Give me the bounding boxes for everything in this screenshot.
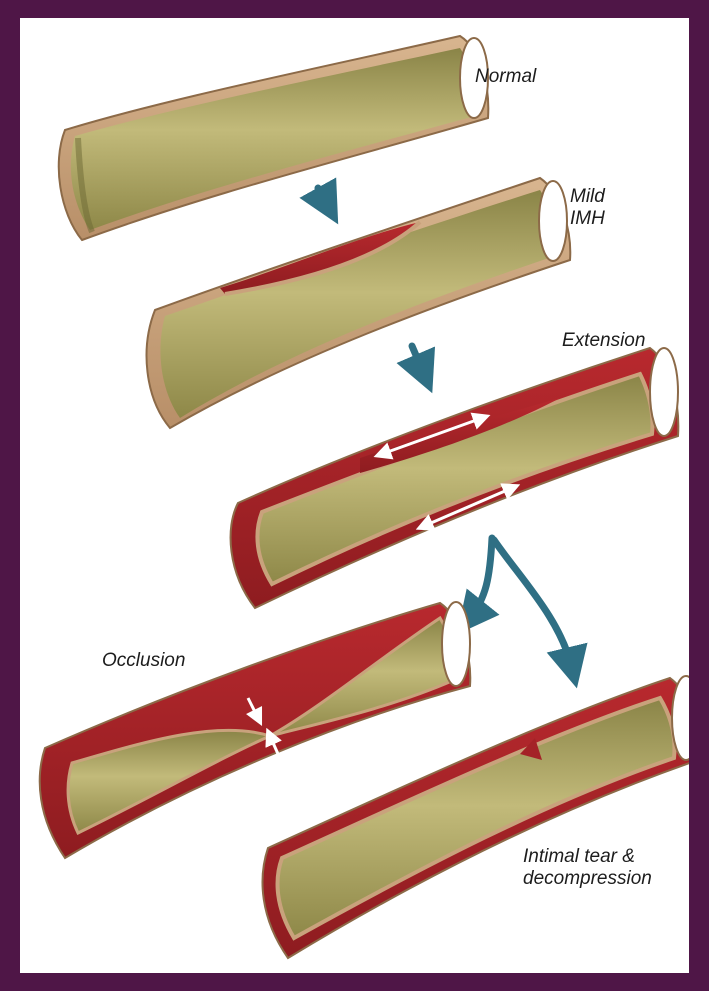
vessel-mild-imh [147, 178, 571, 428]
label-extension: Extension [562, 330, 645, 352]
branch-arrow-occlusion [470, 538, 492, 618]
branch-arrow-tear [494, 540, 572, 668]
progression-arrow-2 [412, 346, 424, 374]
label-occlusion: Occlusion [102, 650, 185, 672]
figure-panel: Normal Mild IMH Extension Occlusion Inti… [20, 18, 689, 973]
progression-arrow-1 [318, 188, 328, 206]
vessel-diagram [20, 18, 689, 973]
vessel-normal [59, 36, 489, 240]
label-intimal-tear: Intimal tear & decompression [523, 846, 652, 890]
vessel-extension [231, 348, 679, 608]
label-normal: Normal [475, 66, 536, 88]
label-mild-imh: Mild IMH [570, 186, 605, 230]
